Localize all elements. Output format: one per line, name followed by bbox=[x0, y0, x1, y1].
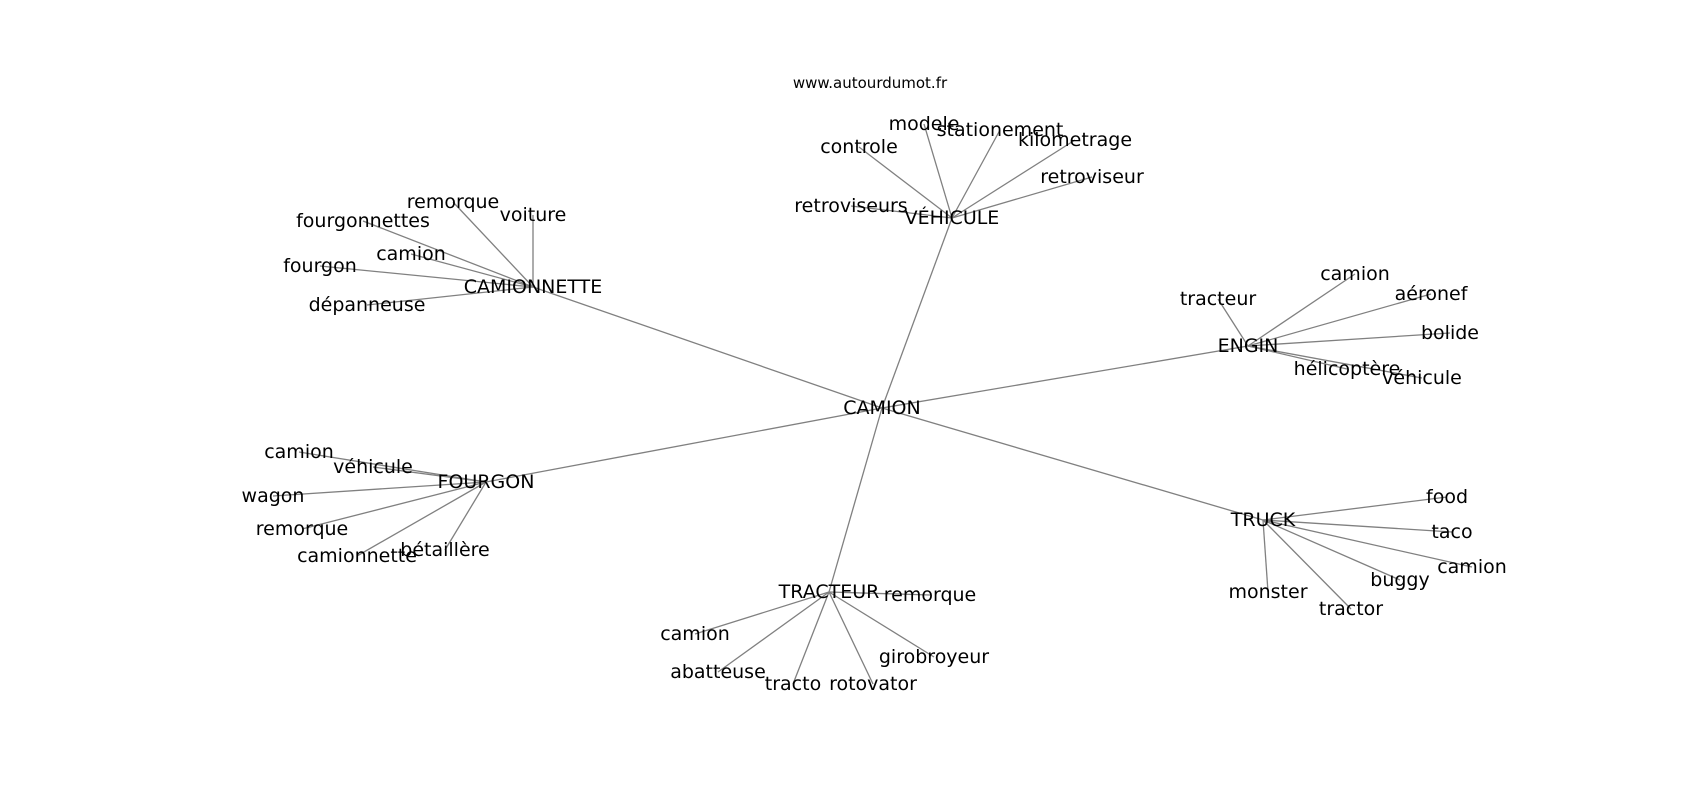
leaf-node-tracteur-5: rotovator bbox=[829, 673, 917, 695]
hub-node-fourgon: FOURGON bbox=[438, 471, 535, 493]
edge-root-engin bbox=[881, 345, 1249, 409]
edge-root-tracteur bbox=[828, 407, 883, 593]
leaf-node-camionnette-5: dépanneuse bbox=[309, 294, 426, 316]
leaf-node-engin-1: tracteur bbox=[1180, 288, 1257, 310]
leaf-node-truck-4: monster bbox=[1228, 581, 1307, 603]
leaf-node-vehicule-4: retroviseur bbox=[1040, 166, 1144, 188]
edge-fourgon-leaf-4 bbox=[444, 481, 487, 551]
leaf-node-fourgon-0: camion bbox=[264, 441, 334, 463]
edge-camionnette-leaf-5 bbox=[366, 286, 534, 306]
edge-truck-leaf-5 bbox=[1262, 519, 1352, 610]
edge-truck-leaf-4 bbox=[1262, 519, 1269, 593]
leaf-node-vehicule-2: kilometrage bbox=[1018, 129, 1132, 151]
edge-engin-leaf-5 bbox=[1247, 345, 1423, 379]
edge-tracteur-leaf-1 bbox=[694, 591, 830, 635]
leaf-node-tracteur-2: girobroyeur bbox=[879, 646, 989, 668]
edge-vehicule-leaf-4 bbox=[951, 176, 1093, 219]
edge-engin-leaf-2 bbox=[1247, 293, 1432, 347]
edge-root-vehicule bbox=[881, 217, 953, 409]
leaf-node-tracteur-1: camion bbox=[660, 623, 730, 645]
leaf-node-camionnette-4: fourgon bbox=[283, 255, 357, 277]
edge-fourgon-leaf-1 bbox=[372, 466, 487, 483]
leaf-node-vehicule-0: modele bbox=[889, 113, 960, 135]
root-node-label: CAMION bbox=[843, 397, 920, 419]
edge-fourgon-leaf-3 bbox=[301, 481, 487, 530]
leaf-node-fourgon-5: camionnette bbox=[297, 545, 417, 567]
hub-node-camionnette: CAMIONNETTE bbox=[464, 276, 603, 298]
leaf-node-vehicule-5: retroviseurs bbox=[794, 195, 907, 217]
edge-root-camionnette bbox=[532, 286, 883, 409]
edge-truck-leaf-2 bbox=[1262, 519, 1473, 568]
edge-engin-leaf-4 bbox=[1247, 345, 1348, 370]
leaf-node-engin-0: camion bbox=[1320, 263, 1390, 285]
edge-fourgon-leaf-2 bbox=[272, 481, 487, 497]
edge-tracteur-leaf-5 bbox=[828, 591, 874, 685]
hub-node-engin: ENGIN bbox=[1218, 335, 1279, 357]
leaf-node-fourgon-2: wagon bbox=[242, 485, 305, 507]
edge-engin-leaf-3 bbox=[1247, 332, 1451, 347]
leaf-node-truck-0: food bbox=[1426, 486, 1468, 508]
edge-camionnette-leaf-3 bbox=[410, 253, 534, 288]
leaf-node-camionnette-0: remorque bbox=[407, 191, 500, 213]
edge-vehicule-leaf-1 bbox=[951, 129, 1001, 219]
edge-camionnette-leaf-2 bbox=[362, 220, 534, 288]
edge-truck-leaf-3 bbox=[1262, 519, 1401, 581]
leaf-node-tracteur-4: tracto bbox=[765, 673, 821, 695]
edge-fourgon-leaf-0 bbox=[298, 451, 487, 483]
graph-labels: CAMION VÉHICULE modelestationementkilometr… bbox=[242, 113, 1507, 695]
edge-camionnette-leaf-0 bbox=[452, 201, 534, 288]
edge-fourgon-leaf-5 bbox=[356, 481, 487, 557]
source-watermark: www.autourdumot.fr bbox=[793, 74, 948, 92]
hub-node-truck: TRUCK bbox=[1230, 509, 1296, 531]
edge-vehicule-leaf-0 bbox=[923, 123, 953, 219]
leaf-node-tracteur-0: remorque bbox=[884, 584, 977, 606]
leaf-node-truck-1: taco bbox=[1431, 521, 1472, 543]
edge-tracteur-leaf-0 bbox=[828, 591, 931, 596]
graph-edges bbox=[272, 123, 1473, 685]
edge-truck-leaf-0 bbox=[1262, 496, 1448, 521]
leaf-node-camionnette-2: fourgonnettes bbox=[296, 210, 430, 232]
edge-engin-leaf-1 bbox=[1217, 298, 1249, 347]
edge-tracteur-leaf-2 bbox=[828, 591, 935, 658]
hub-node-vehicule: VÉHICULE bbox=[905, 206, 1000, 229]
leaf-node-truck-2: camion bbox=[1437, 556, 1507, 578]
edge-camionnette-leaf-4 bbox=[319, 265, 534, 288]
edge-root-fourgon bbox=[485, 407, 883, 483]
leaf-node-fourgon-3: remorque bbox=[256, 518, 349, 540]
leaf-node-truck-5: tractor bbox=[1319, 598, 1383, 620]
leaf-node-fourgon-1: véhicule bbox=[333, 456, 413, 478]
leaf-node-camionnette-1: voiture bbox=[500, 204, 567, 226]
leaf-node-truck-3: buggy bbox=[1370, 569, 1429, 591]
leaf-node-engin-2: aéronef bbox=[1395, 283, 1469, 305]
edge-vehicule-leaf-5 bbox=[850, 205, 953, 219]
leaf-node-engin-5: véhicule bbox=[1382, 367, 1462, 389]
edge-vehicule-leaf-2 bbox=[951, 139, 1076, 219]
edge-vehicule-leaf-3 bbox=[858, 146, 953, 219]
leaf-node-engin-3: bolide bbox=[1421, 322, 1479, 344]
edge-engin-leaf-0 bbox=[1247, 273, 1356, 347]
leaf-node-vehicule-3: controle bbox=[820, 136, 898, 158]
edge-truck-leaf-1 bbox=[1262, 519, 1453, 533]
leaf-node-tracteur-3: abatteuse bbox=[670, 661, 766, 683]
leaf-node-vehicule-1: stationement bbox=[937, 119, 1064, 141]
edge-root-truck bbox=[881, 407, 1264, 521]
hub-node-tracteur: TRACTEUR bbox=[778, 581, 880, 603]
leaf-node-fourgon-4: bétaillère bbox=[400, 539, 489, 561]
edge-tracteur-leaf-4 bbox=[792, 591, 830, 685]
leaf-node-camionnette-3: camion bbox=[376, 243, 446, 265]
edge-tracteur-leaf-3 bbox=[717, 591, 830, 673]
leaf-node-engin-4: hélicoptère bbox=[1294, 358, 1401, 380]
